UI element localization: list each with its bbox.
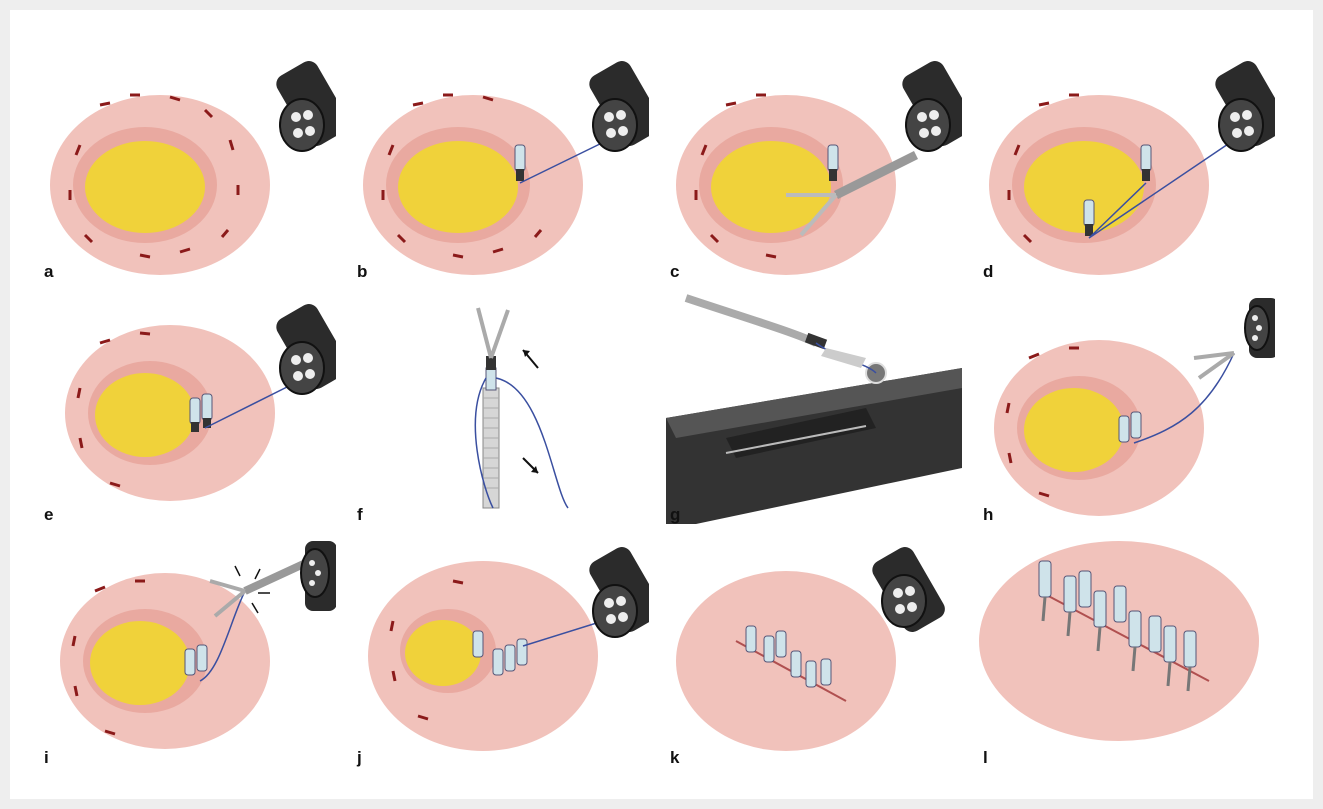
panel-j-illustration: [353, 531, 649, 767]
submucosa: [85, 141, 205, 233]
panel-c: c: [666, 45, 962, 281]
panel-k-illustration: [666, 531, 962, 767]
panel-label: l: [983, 749, 988, 767]
panel-a-illustration: [40, 45, 336, 281]
panel-f: f: [353, 288, 649, 524]
panel-e-illustration: [40, 288, 336, 524]
panel-k: k: [666, 531, 962, 767]
panel-label: j: [357, 749, 362, 767]
clip: [515, 145, 525, 181]
panel-label: k: [670, 749, 679, 767]
panel-l: l: [979, 531, 1275, 767]
panel-b-illustration: [353, 45, 649, 281]
panel-c-illustration: [666, 45, 962, 281]
applicator-shaft: [686, 298, 816, 343]
panel-j: j: [353, 531, 649, 767]
panel-label: a: [44, 263, 53, 281]
endoscope: [273, 57, 336, 151]
panel-d: d: [979, 45, 1275, 281]
panel-d-illustration: [979, 45, 1275, 281]
panel-h: h: [979, 288, 1275, 524]
panel-label: h: [983, 506, 993, 524]
panel-label: e: [44, 506, 53, 524]
panel-l-illustration: [979, 531, 1275, 767]
figure-frame: a b: [10, 10, 1313, 799]
panel-b: b: [353, 45, 649, 281]
panel-label: c: [670, 263, 679, 281]
panel-i-illustration: [40, 531, 336, 767]
panel-g-illustration: [666, 288, 962, 524]
panel-i: i: [40, 531, 336, 767]
panel-label: f: [357, 506, 363, 524]
panel-h-illustration: [979, 288, 1275, 524]
panel-label: b: [357, 263, 367, 281]
panel-label: i: [44, 749, 49, 767]
panel-e: e: [40, 288, 336, 524]
panel-label: g: [670, 506, 680, 524]
panel-a: a: [40, 45, 336, 281]
panel-label: d: [983, 263, 993, 281]
panel-f-illustration: [353, 288, 649, 524]
endoscope: [586, 57, 649, 151]
panel-g: g: [666, 288, 962, 524]
